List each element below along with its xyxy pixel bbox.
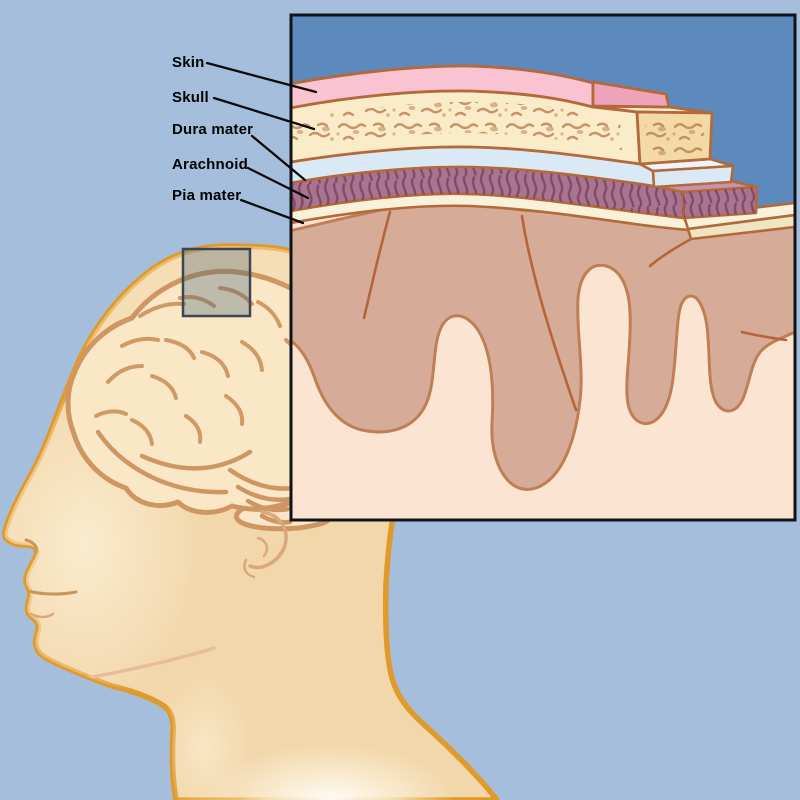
pia-step-top [682, 201, 794, 231]
ear-inner-line [256, 536, 269, 558]
leader-line-pia [239, 198, 305, 225]
leader-line-skull [212, 96, 316, 131]
label-skull: Skull [172, 89, 209, 106]
skin-side-face [591, 80, 671, 109]
skull-side-texture [645, 120, 705, 156]
leader-line-skin [205, 61, 318, 94]
arachnoid-front-texture [292, 166, 684, 218]
shoulder-highlight [205, 744, 455, 800]
skull-spongy-texture [292, 101, 622, 150]
pia-step-front [686, 213, 794, 241]
inset-layer-dura [292, 145, 735, 189]
mouth-line [26, 589, 78, 596]
label-dura: Dura mater [172, 121, 254, 138]
inset-layer-skin [292, 64, 671, 110]
face-features [24, 510, 288, 682]
dura-step-front [651, 164, 735, 189]
label-pia: Pia mater [172, 187, 242, 204]
brain-cerebellum [95, 429, 297, 525]
leader-line-arachnoid [246, 166, 310, 200]
ear-lobe-line [243, 558, 256, 579]
leader-line-dura [250, 134, 307, 182]
label-arachnoid: Arachnoid [172, 156, 248, 173]
leader-lines [205, 61, 318, 225]
brain-outline-main [65, 268, 360, 515]
arachnoid-step-texture [683, 187, 757, 218]
head-brain [65, 268, 360, 532]
lower-lip-line [29, 612, 55, 619]
magnified-region-indicator [181, 247, 252, 318]
inset-frame [289, 13, 797, 522]
ear-outline [248, 510, 288, 570]
label-skin: Skin [172, 54, 205, 71]
inset-layer-arachnoid [292, 165, 759, 220]
inset-content [292, 16, 794, 519]
jaw-shadow-line [75, 646, 216, 682]
